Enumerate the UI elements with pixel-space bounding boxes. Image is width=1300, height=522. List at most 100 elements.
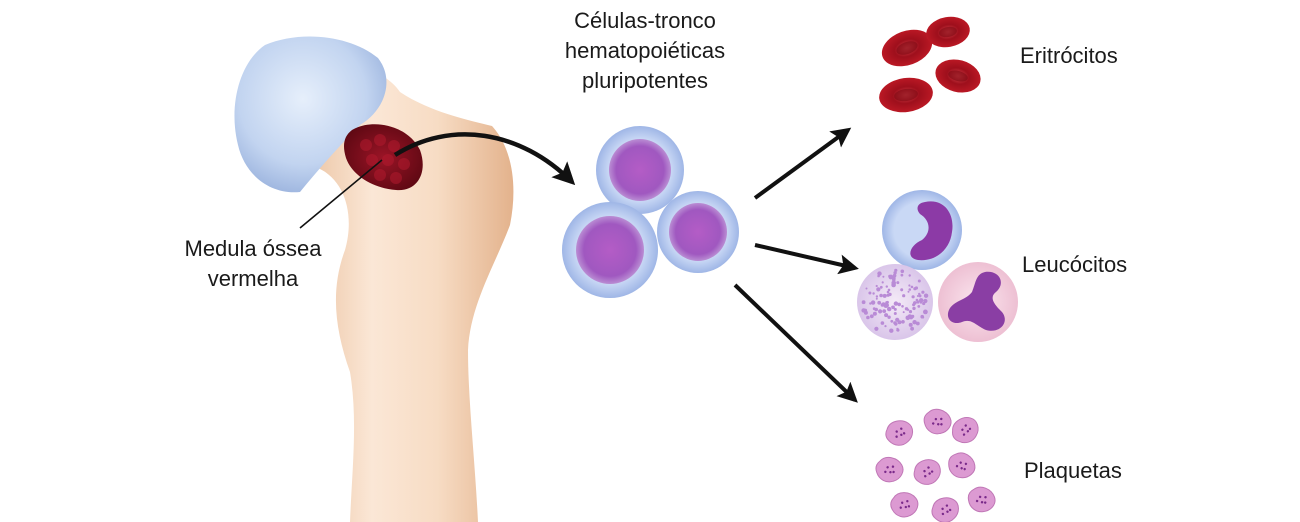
- white-blood-cell-icon: [857, 264, 933, 340]
- granule: [908, 284, 911, 287]
- granule: [914, 286, 919, 290]
- granule: [915, 321, 920, 326]
- granule: [917, 305, 921, 308]
- granule: [902, 294, 906, 298]
- erythrocytes-group: [879, 16, 981, 113]
- granule: [891, 305, 894, 308]
- granule: [895, 317, 900, 322]
- granule: [894, 268, 898, 272]
- marrow-label: Medula óssea vermelha: [185, 236, 322, 291]
- platelet-icon: [890, 492, 919, 518]
- granule: [880, 321, 885, 325]
- granule: [897, 302, 901, 307]
- granule: [877, 300, 882, 305]
- granule: [896, 328, 900, 332]
- granule: [886, 293, 890, 297]
- granule: [887, 315, 891, 319]
- granule: [866, 315, 870, 320]
- granule: [882, 293, 887, 298]
- granule: [911, 314, 915, 318]
- granule: [874, 307, 878, 312]
- granule: [884, 302, 889, 308]
- granule: [869, 302, 872, 305]
- granule: [908, 288, 912, 291]
- granule: [891, 280, 896, 286]
- arrow-icon: [754, 243, 859, 275]
- stem-cells-label-line1: Células-tronco: [574, 8, 716, 33]
- platelet-icon: [875, 456, 904, 483]
- granule: [868, 291, 872, 295]
- granule: [906, 308, 910, 311]
- granule: [885, 285, 888, 288]
- granule: [884, 313, 889, 318]
- platelet-icon: [913, 459, 941, 485]
- granule: [878, 309, 883, 314]
- white-blood-cell-icon: [882, 190, 962, 270]
- granule: [887, 306, 892, 312]
- granule: [901, 320, 905, 324]
- granule: [910, 326, 914, 331]
- platelets-label: Plaquetas: [1024, 458, 1122, 483]
- white-blood-cell-icon: [938, 262, 1018, 342]
- stem-cell-cluster: [562, 126, 739, 298]
- granule: [872, 292, 875, 295]
- stem-cells-label: Células-tronco hematopoiéticas pluripote…: [564, 8, 726, 93]
- granule: [920, 299, 923, 302]
- stem-cells-label-line2: hematopoiéticas: [564, 38, 726, 63]
- granule: [911, 295, 915, 299]
- granule: [916, 295, 919, 297]
- granule: [912, 320, 917, 325]
- granule: [907, 290, 910, 293]
- granule: [893, 271, 897, 275]
- granule: [900, 273, 904, 277]
- granule: [861, 300, 866, 305]
- platelet-icon: [948, 452, 976, 479]
- granule: [880, 303, 884, 307]
- granule: [923, 298, 928, 304]
- granule: [900, 288, 904, 292]
- red-bone-marrow-icon: [344, 124, 423, 191]
- granule: [879, 285, 883, 289]
- granule: [879, 293, 883, 298]
- platelet-icon: [967, 486, 996, 513]
- granule: [913, 301, 917, 305]
- granule: [919, 301, 923, 304]
- granule: [888, 274, 894, 280]
- granule: [874, 326, 879, 331]
- granule: [886, 290, 890, 294]
- red-blood-cell-icon: [881, 29, 933, 67]
- arrow-icon: [753, 127, 852, 200]
- granule: [897, 321, 900, 324]
- stem-cell-icon: [657, 191, 739, 273]
- marrow-pointer-line: [299, 159, 383, 229]
- granule: [893, 301, 899, 306]
- red-blood-cell-icon: [879, 77, 933, 113]
- granule: [921, 315, 925, 319]
- granule: [877, 271, 882, 276]
- granule: [912, 306, 916, 311]
- granule: [865, 287, 868, 290]
- granule: [875, 295, 879, 298]
- granule: [893, 312, 897, 315]
- granule: [881, 281, 884, 284]
- granule: [878, 287, 881, 290]
- granule: [892, 276, 896, 280]
- marrow-label-line2: vermelha: [207, 266, 299, 291]
- arrow-icon: [733, 283, 858, 403]
- granule: [908, 310, 913, 314]
- granule: [872, 311, 877, 316]
- granule: [923, 293, 929, 298]
- granule: [882, 275, 885, 278]
- femur-bone-icon: [234, 36, 514, 522]
- stem-cells-label-line3: pluripotentes: [582, 68, 708, 93]
- granule: [908, 274, 911, 277]
- granule: [917, 279, 921, 283]
- granule: [863, 310, 868, 315]
- granule: [884, 325, 887, 328]
- granule: [896, 281, 900, 285]
- platelet-icon: [931, 497, 959, 522]
- erythrocytes-label: Eritrócitos: [1020, 43, 1118, 68]
- red-blood-cell-icon: [926, 16, 970, 48]
- granule: [921, 290, 925, 294]
